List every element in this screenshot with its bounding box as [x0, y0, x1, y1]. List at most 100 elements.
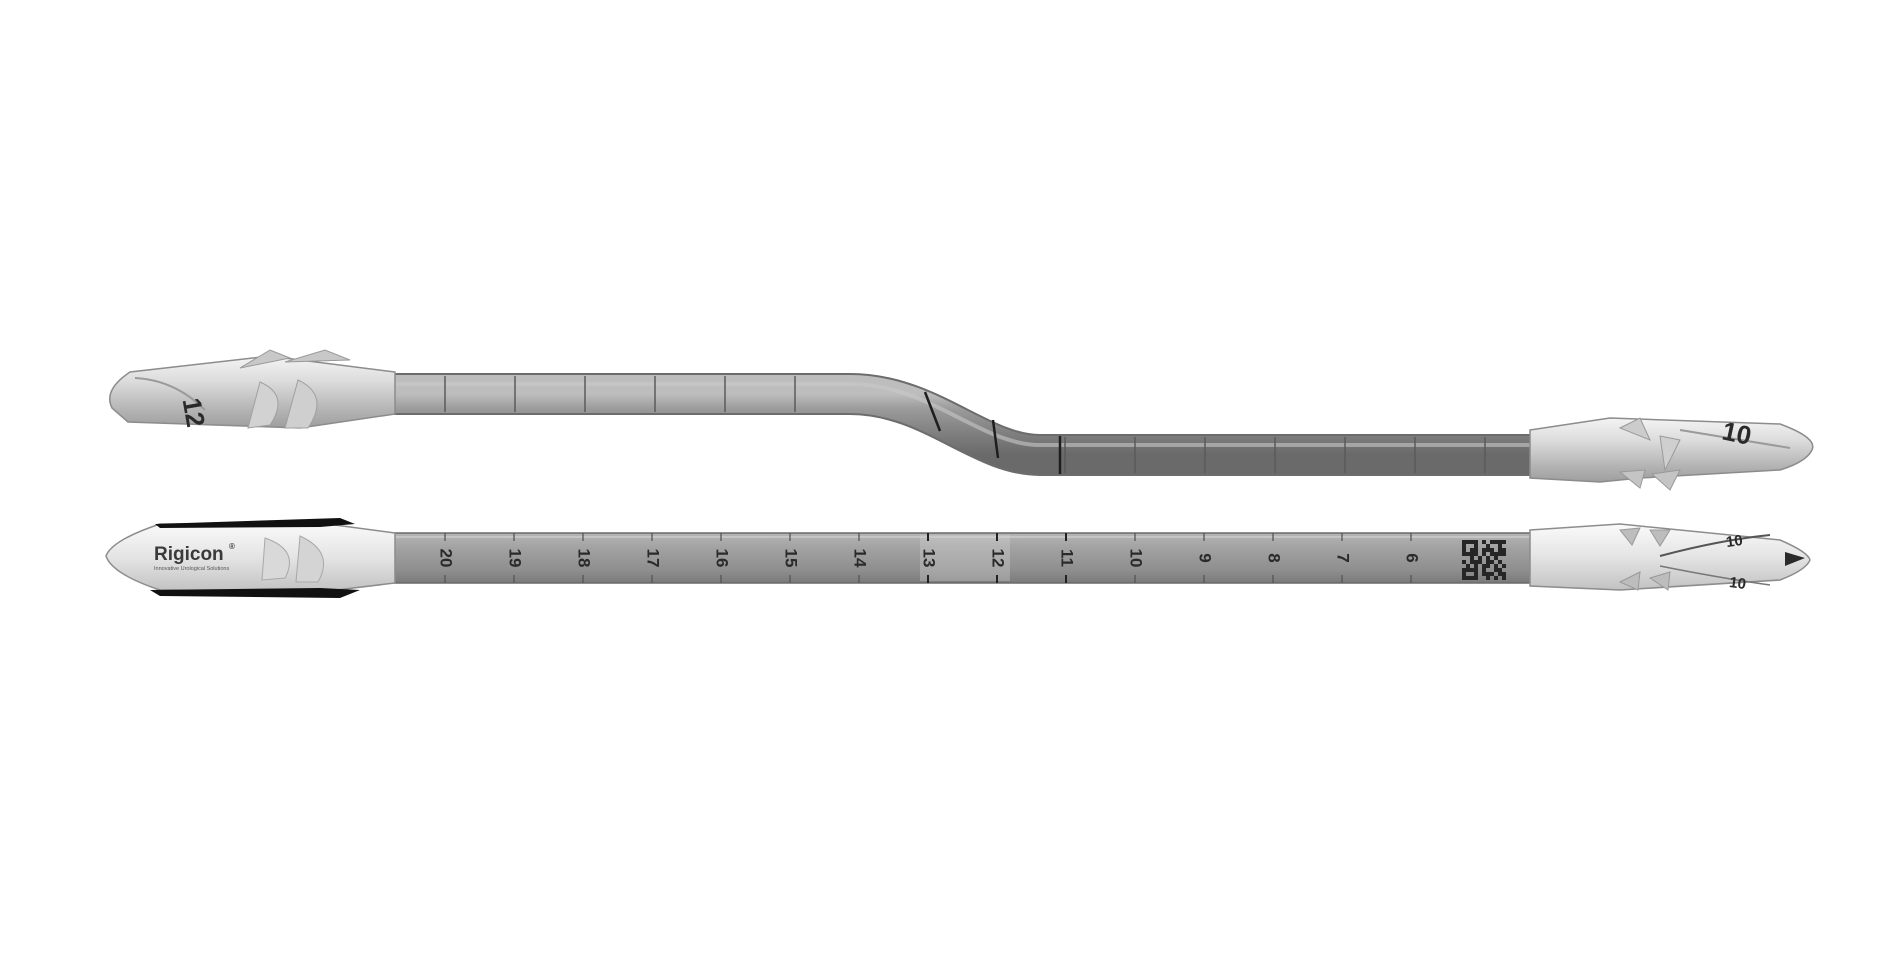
- qr-code-cell: [1462, 540, 1466, 544]
- qr-code-cell: [1466, 568, 1470, 572]
- qr-code-cell: [1494, 552, 1498, 556]
- lower-shaft-glare: [920, 535, 1010, 581]
- scale-label: 6: [1403, 553, 1422, 562]
- lower-right-tip: 10 10: [1529, 523, 1811, 593]
- qr-code-cell: [1494, 568, 1498, 572]
- upper-right-tip: 10: [1529, 416, 1814, 491]
- qr-code-cell: [1474, 568, 1478, 572]
- qr-code-cell: [1494, 576, 1498, 580]
- qr-code-cell: [1494, 564, 1498, 568]
- qr-code-cell: [1502, 552, 1506, 556]
- scale-label: 16: [713, 549, 732, 568]
- qr-code-cell: [1486, 544, 1490, 548]
- upper-shaft-marker: [923, 391, 942, 432]
- qr-code-cell: [1502, 564, 1506, 568]
- qr-code-cell: [1474, 576, 1478, 580]
- qr-code-cell: [1490, 560, 1494, 564]
- qr-code-cell: [1466, 576, 1470, 580]
- brand-tagline: Innovative Urological Solutions: [154, 566, 229, 572]
- qr-code-cell: [1462, 552, 1466, 556]
- scale-label: 8: [1265, 553, 1284, 562]
- qr-code-cell: [1486, 556, 1490, 560]
- scale-label: 19: [506, 549, 525, 568]
- upper-shaft-body: [385, 375, 1535, 474]
- lower-right-tip-size-bottom: 10: [1728, 574, 1747, 593]
- qr-code-cell: [1482, 568, 1486, 572]
- qr-code-cell: [1462, 544, 1466, 548]
- qr-code-cell: [1482, 552, 1486, 556]
- qr-code-cell: [1482, 564, 1486, 568]
- scale-label: 10: [1127, 549, 1146, 568]
- qr-code-cell: [1462, 560, 1466, 564]
- qr-code-cell: [1474, 560, 1478, 564]
- scale-label: 7: [1334, 553, 1353, 562]
- qr-code-cell: [1466, 540, 1470, 544]
- qr-code-cell: [1478, 556, 1482, 560]
- qr-code-cell: [1470, 560, 1474, 564]
- qr-code-cell: [1474, 552, 1478, 556]
- scale-label: 20: [437, 549, 456, 568]
- lower-left-tip: Rigicon ® Innovative Urological Solution…: [105, 518, 396, 598]
- qr-code-cell: [1498, 548, 1502, 552]
- scale-label: 14: [851, 549, 870, 568]
- qr-code-cell: [1490, 572, 1494, 576]
- qr-code-cell: [1470, 548, 1474, 552]
- scale-label: 15: [782, 549, 801, 568]
- lower-left-black-band-bottom: [150, 588, 360, 598]
- qr-code-cell: [1486, 548, 1490, 552]
- qr-code-cell: [1482, 548, 1486, 552]
- scale-label: 11: [1058, 549, 1077, 567]
- qr-code-cell: [1470, 576, 1474, 580]
- qr-code-cell: [1466, 564, 1470, 568]
- qr-code-cell: [1494, 556, 1498, 560]
- lower-shaft: [384, 532, 1536, 584]
- qr-code-cell: [1490, 548, 1494, 552]
- qr-code-cell: [1482, 572, 1486, 576]
- upper-shaft-segments: [444, 376, 1486, 474]
- upper-left-tip-size: 12: [177, 396, 212, 430]
- qr-code-cell: [1486, 572, 1490, 576]
- qr-code-cell: [1494, 540, 1498, 544]
- brand-name: Rigicon: [154, 544, 224, 565]
- lower-dilator: 20 19 18 17 16 15 14 13 12 11 10 9 8 7 6 Rigicon ® Inn…: [105, 518, 1811, 598]
- scale-label: 13: [920, 549, 939, 568]
- upper-left-tip: 12: [109, 349, 396, 430]
- lower-right-tip-size-top: 10: [1725, 532, 1744, 551]
- qr-code-cell: [1486, 564, 1490, 568]
- qr-code-cell: [1482, 540, 1486, 544]
- qr-code-cell: [1466, 552, 1470, 556]
- qr-code-cell: [1498, 544, 1502, 548]
- qr-code-cell: [1490, 552, 1494, 556]
- qr-code-cell: [1486, 560, 1490, 564]
- qr-code-cell: [1470, 552, 1474, 556]
- qr-code-cell: [1474, 540, 1478, 544]
- lower-left-black-band-top: [155, 518, 355, 528]
- scale-label: 17: [644, 549, 663, 568]
- qr-code-cell: [1486, 576, 1490, 580]
- qr-code-cell: [1498, 552, 1502, 556]
- qr-code-cell: [1462, 548, 1466, 552]
- qr-code-cell: [1470, 556, 1474, 560]
- upper-dilator: 12 10: [109, 349, 1814, 491]
- qr-code-cell: [1462, 576, 1466, 580]
- qr-code-cell: [1474, 572, 1478, 576]
- qr-code-cell: [1498, 560, 1502, 564]
- qr-code-cell: [1478, 560, 1482, 564]
- scale-label: 12: [989, 549, 1008, 568]
- qr-code-cell: [1474, 564, 1478, 568]
- scale-marks: 20 19 18 17 16 15 14 13 12 11 10 9 8 7 6: [437, 533, 1422, 583]
- qr-code-cell: [1498, 568, 1502, 572]
- brand-mark: ®: [229, 542, 235, 551]
- upper-shaft-marker: [991, 419, 1000, 459]
- scale-label: 18: [575, 549, 594, 568]
- qr-code-cell: [1470, 568, 1474, 572]
- qr-code-cell: [1462, 572, 1466, 576]
- qr-code-cell: [1502, 572, 1506, 576]
- qr-code-cell: [1474, 548, 1478, 552]
- upper-shaft-highlight: [385, 382, 1535, 447]
- scale-label: 9: [1196, 553, 1215, 562]
- qr-code-cell: [1474, 544, 1478, 548]
- qr-code-cell: [1498, 572, 1502, 576]
